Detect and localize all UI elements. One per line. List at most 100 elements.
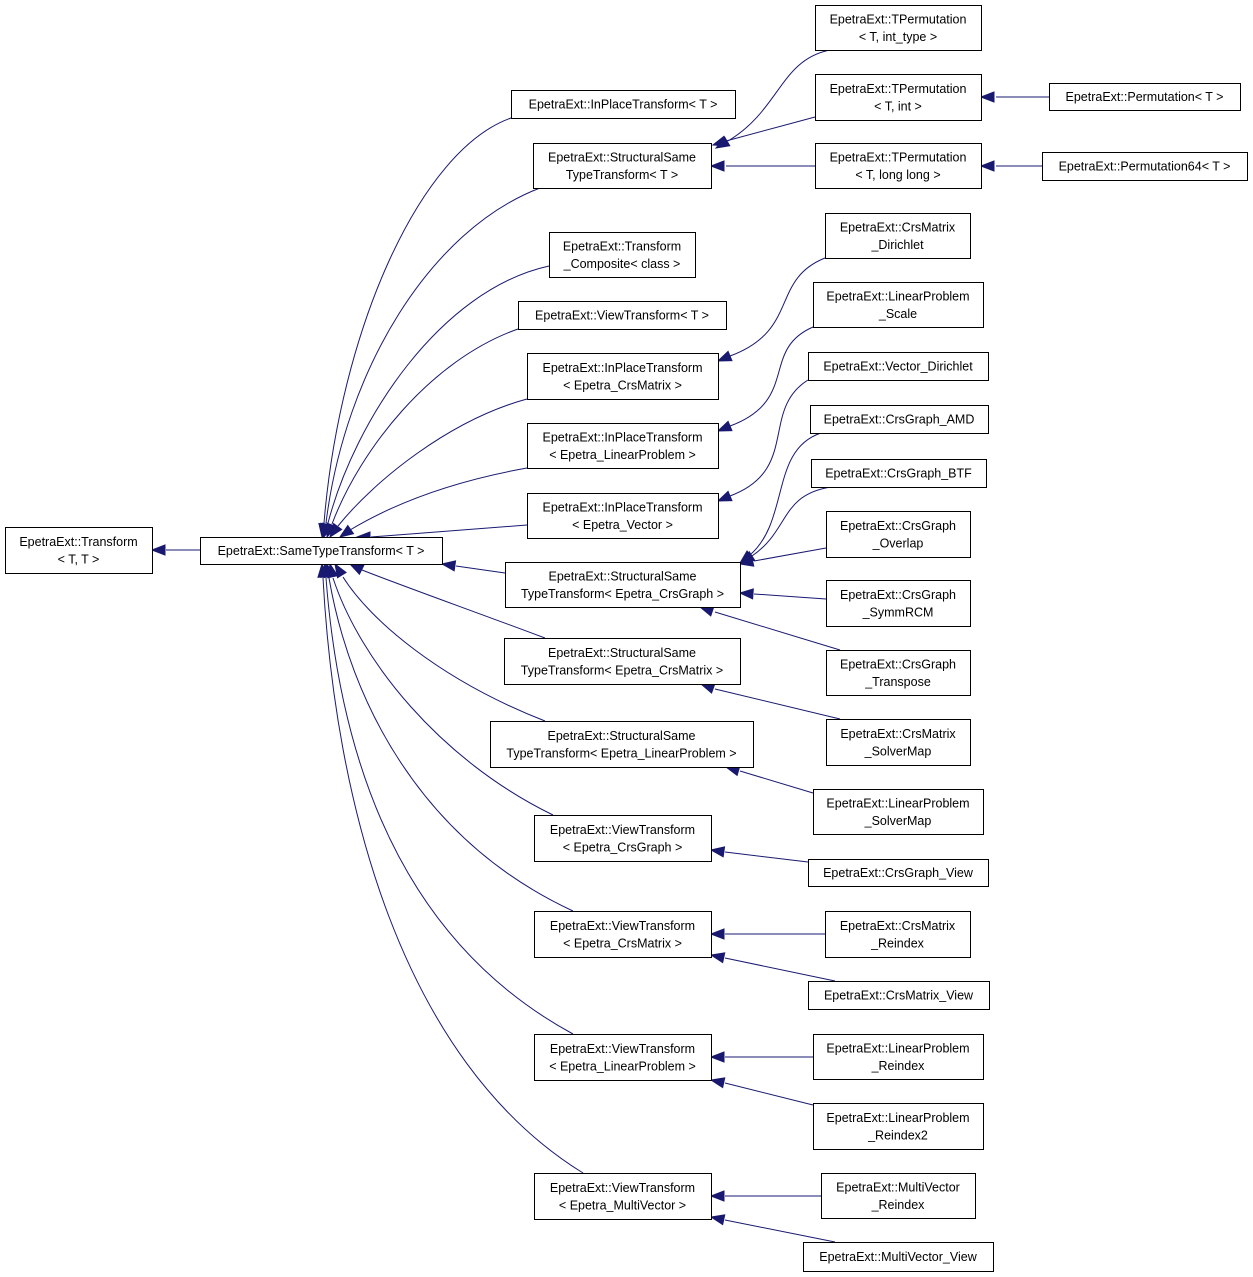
- class-node-crsgraph-amd[interactable]: EpetraExt::CrsGraph_AMD: [810, 405, 989, 434]
- class-node-linearproblem-reindex2[interactable]: EpetraExt::LinearProblem_Reindex2: [813, 1103, 984, 1150]
- class-box: [534, 1173, 712, 1220]
- class-node-tperm-int[interactable]: EpetraExt::TPermutation< T, int >: [815, 74, 982, 121]
- edge-line: [724, 851, 809, 863]
- arrowhead-icon: [709, 846, 726, 858]
- class-box: [527, 493, 719, 539]
- class-node-transform[interactable]: EpetraExt::Transform< T, T >: [5, 527, 153, 574]
- class-node-inplace-crsmatrix[interactable]: EpetraExt::InPlaceTransform< Epetra_CrsM…: [527, 353, 719, 400]
- class-node-linearproblem-reindex[interactable]: EpetraExt::LinearProblem_Reindex: [813, 1034, 984, 1080]
- edge-permutation64-to-tperm_longlong: [979, 160, 1042, 172]
- class-node-crsgraph-overlap[interactable]: EpetraExt::CrsGraph_Overlap: [826, 511, 971, 558]
- class-node-transform-composite[interactable]: EpetraExt::Transform_Composite< class >: [549, 232, 696, 278]
- edge-line: [714, 688, 841, 720]
- edge-structural_t-to-same_type_transform: [320, 187, 541, 539]
- edge-line: [323, 117, 512, 524]
- class-label-line: _Composite< class >: [563, 257, 681, 271]
- class-label-line: _SymmRCM: [862, 605, 934, 619]
- arrowhead-icon: [440, 560, 457, 572]
- class-node-tperm-longlong[interactable]: EpetraExt::TPermutation< T, long long >: [815, 143, 982, 189]
- class-box: [826, 580, 971, 627]
- class-label-line: EpetraExt::TPermutation: [830, 82, 967, 96]
- class-box: [1049, 83, 1241, 111]
- edge-vector_dirichlet-to-inplace_vector: [716, 379, 809, 502]
- class-node-crsgraph-btf[interactable]: EpetraExt::CrsGraph_BTF: [811, 459, 987, 488]
- class-node-crsmatrix-view[interactable]: EpetraExt::CrsMatrix_View: [808, 981, 990, 1010]
- class-box: [533, 143, 712, 189]
- class-node-structural-crsgraph[interactable]: EpetraExt::StructuralSameTypeTransform< …: [505, 562, 741, 608]
- class-box: [813, 1034, 984, 1080]
- class-node-view-multivector[interactable]: EpetraExt::ViewTransform< Epetra_MultiVe…: [534, 1173, 712, 1220]
- edge-line: [370, 524, 528, 538]
- class-label-line: EpetraExt::StructuralSame: [549, 569, 697, 583]
- class-node-same-type-transform[interactable]: EpetraExt::SameTypeTransform< T >: [200, 537, 443, 565]
- class-node-linearproblem-scale[interactable]: EpetraExt::LinearProblem_Scale: [813, 282, 984, 328]
- class-node-crsmatrix-reindex[interactable]: EpetraExt::CrsMatrix_Reindex: [825, 911, 971, 958]
- class-node-structural-t[interactable]: EpetraExt::StructuralSameTypeTransform< …: [533, 143, 712, 189]
- class-label-line: EpetraExt::InPlaceTransform: [542, 361, 702, 375]
- class-node-multivector-reindex[interactable]: EpetraExt::MultiVector_Reindex: [821, 1173, 976, 1219]
- class-node-permutation[interactable]: EpetraExt::Permutation< T >: [1049, 83, 1241, 111]
- class-node-view-t[interactable]: EpetraExt::ViewTransform< T >: [518, 301, 727, 330]
- class-node-crsmatrix-dirichlet[interactable]: EpetraExt::CrsMatrix_Dirichlet: [825, 213, 971, 259]
- edge-linearproblem_reindex-to-view_linearproblem: [709, 1051, 813, 1063]
- class-node-structural-crsmatrix[interactable]: EpetraExt::StructuralSameTypeTransform< …: [504, 638, 741, 685]
- class-label-line: EpetraExt::TPermutation: [830, 12, 967, 26]
- arrowhead-icon: [348, 563, 365, 576]
- class-node-crsgraph-transpose[interactable]: EpetraExt::CrsGraph_Transpose: [826, 650, 971, 696]
- class-node-vector-dirichlet[interactable]: EpetraExt::Vector_Dirichlet: [808, 352, 989, 381]
- class-label-line: < Epetra_LinearProblem >: [549, 448, 696, 462]
- edge-line: [361, 569, 546, 639]
- class-node-structural-linearproblem[interactable]: EpetraExt::StructuralSameTypeTransform< …: [490, 721, 754, 768]
- class-node-inplace-linearproblem[interactable]: EpetraExt::InPlaceTransform< Epetra_Line…: [527, 423, 719, 469]
- class-label-line: EpetraExt::CrsGraph: [840, 588, 956, 602]
- class-label-line: EpetraExt::Permutation< T >: [1066, 90, 1224, 104]
- class-node-inplace-t[interactable]: EpetraExt::InPlaceTransform< T >: [511, 90, 736, 119]
- class-label-line: _SolverMap: [864, 814, 932, 828]
- class-node-permutation64[interactable]: EpetraExt::Permutation64< T >: [1042, 152, 1248, 181]
- class-label-line: EpetraExt::StructuralSame: [548, 646, 696, 660]
- edge-linearproblem_scale-to-inplace_linearproblem: [716, 326, 814, 432]
- edge-line: [727, 49, 831, 142]
- class-node-view-crsmatrix[interactable]: EpetraExt::ViewTransform< Epetra_CrsMatr…: [534, 911, 712, 958]
- class-node-view-linearproblem[interactable]: EpetraExt::ViewTransform< Epetra_LinearP…: [534, 1034, 712, 1081]
- class-box: [825, 213, 971, 259]
- class-node-multivector-view[interactable]: EpetraExt::MultiVector_View: [803, 1242, 994, 1272]
- class-box: [527, 423, 719, 469]
- class-box: [490, 721, 754, 768]
- class-node-tperm-inttype[interactable]: EpetraExt::TPermutation< T, int_type >: [815, 5, 982, 51]
- arrowhead-icon: [709, 928, 725, 940]
- class-node-crsmatrix-solvermap[interactable]: EpetraExt::CrsMatrix_SolverMap: [826, 719, 971, 766]
- class-label-line: _Transpose: [864, 675, 931, 689]
- edge-line: [455, 565, 506, 574]
- class-node-linearproblem-solvermap[interactable]: EpetraExt::LinearProblem_SolverMap: [813, 789, 984, 835]
- edge-crsmatrix_dirichlet-to-inplace_crsmatrix: [716, 257, 826, 362]
- class-box: [815, 143, 982, 189]
- class-node-view-crsgraph[interactable]: EpetraExt::ViewTransform< Epetra_CrsGrap…: [534, 815, 712, 862]
- arrowhead-icon: [317, 562, 329, 578]
- class-box: [511, 90, 736, 119]
- class-label-line: TypeTransform< T >: [566, 168, 678, 182]
- class-node-crsgraph-view[interactable]: EpetraExt::CrsGraph_View: [808, 859, 989, 887]
- class-box: [1042, 152, 1248, 181]
- edge-line: [328, 577, 574, 912]
- class-box: [821, 1173, 976, 1219]
- class-label-line: EpetraExt::LinearProblem: [826, 1111, 969, 1125]
- edge-crsgraph_overlap-to-structural_crsgraph: [738, 547, 827, 567]
- edge-inplace_linearproblem-to-same_type_transform: [338, 467, 528, 538]
- class-label-line: EpetraExt::Transform: [563, 239, 681, 253]
- arrowhead-icon: [738, 555, 755, 567]
- class-node-crsgraph-symmrcm[interactable]: EpetraExt::CrsGraph_SymmRCM: [826, 580, 971, 627]
- edge-line: [729, 326, 814, 427]
- class-label-line: < Epetra_CrsGraph >: [563, 840, 683, 854]
- class-label-line: < T, long long >: [855, 168, 940, 182]
- class-label-line: EpetraExt::CrsGraph_BTF: [825, 467, 972, 481]
- class-label-line: < T, int_type >: [859, 30, 937, 44]
- class-label-line: EpetraExt::SameTypeTransform< T >: [218, 544, 425, 558]
- edge-crsgraph_btf-to-structural_crsgraph: [739, 486, 832, 564]
- arrowhead-icon: [716, 350, 733, 362]
- class-label-line: _SolverMap: [864, 744, 932, 758]
- arrowhead-icon: [711, 135, 728, 147]
- class-label-line: < Epetra_CrsMatrix >: [563, 378, 682, 392]
- class-node-inplace-vector[interactable]: EpetraExt::InPlaceTransform< Epetra_Vect…: [527, 493, 719, 539]
- edge-multivector_view-to-view_multivector: [709, 1214, 836, 1243]
